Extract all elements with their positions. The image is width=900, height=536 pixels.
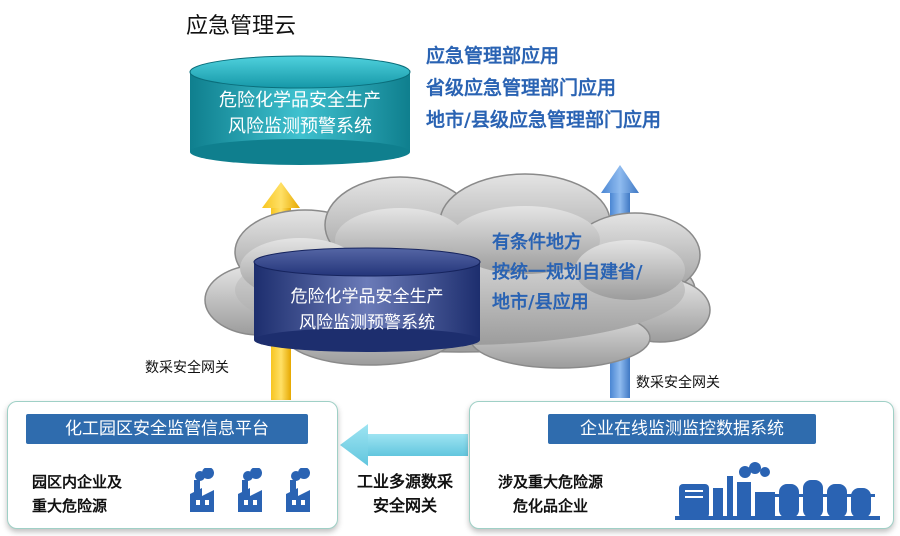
top-cylinder-label: 危险化学品安全生产 风险监测预警系统 bbox=[190, 88, 410, 140]
right-panel-text: 涉及重大危险源 危化品企业 bbox=[498, 470, 603, 518]
top-cylinder-line2: 风险监测预警系统 bbox=[228, 116, 372, 137]
gateway-label-right: 数采安全网关 bbox=[636, 375, 720, 391]
factory-icon bbox=[286, 468, 310, 512]
factory-icon bbox=[238, 468, 262, 512]
center-gateway-line2: 安全网关 bbox=[372, 496, 437, 515]
cloud-note-2: 按统一规划自建省/ bbox=[492, 262, 643, 283]
factory-icon bbox=[190, 468, 214, 512]
right-panel-text-line2: 危化品企业 bbox=[513, 497, 589, 515]
right-panel: 企业在线监测监控数据系统 涉及重大危险源 危化品企业 bbox=[469, 401, 894, 529]
top-note-provincial: 省级应急管理部门应用 bbox=[426, 77, 617, 99]
gateway-label-left: 数采安全网关 bbox=[145, 360, 229, 376]
top-notes: 应急管理部应用 省级应急管理部门应用 地市/县级应急管理部门应用 bbox=[426, 40, 661, 136]
left-panel-text-line1: 园区内企业及 bbox=[32, 473, 123, 491]
right-panel-title: 企业在线监测监控数据系统 bbox=[548, 414, 816, 444]
mid-cylinder-line2: 风险监测预警系统 bbox=[299, 313, 435, 333]
top-cylinder bbox=[189, 55, 411, 165]
chemical-plant-icon bbox=[675, 462, 880, 520]
center-gateway-line1: 工业多源数采 bbox=[356, 472, 453, 491]
cloud-note-3: 地市/县应用 bbox=[492, 292, 589, 313]
cloud-note-1: 有条件地方 bbox=[492, 232, 582, 253]
mid-cylinder-label: 危险化学品安全生产 风险监测预警系统 bbox=[254, 284, 480, 336]
left-panel-title: 化工园区安全监管信息平台 bbox=[26, 414, 308, 444]
arrow-left-cyan bbox=[340, 424, 468, 466]
cloud-notes: 有条件地方 按统一规划自建省/ 地市/县应用 bbox=[492, 228, 643, 318]
cloud-title: 应急管理云 bbox=[186, 14, 297, 39]
top-note-city: 地市/县级应急管理部门应用 bbox=[426, 109, 661, 131]
right-panel-text-line1: 涉及重大危险源 bbox=[498, 473, 604, 491]
top-note-ministry: 应急管理部应用 bbox=[426, 45, 560, 67]
left-panel-text-line2: 重大危险源 bbox=[32, 497, 108, 515]
mid-cylinder bbox=[253, 247, 481, 352]
left-panel: 化工园区安全监管信息平台 园区内企业及 重大危险源 bbox=[7, 401, 338, 529]
center-gateway-label: 工业多源数采 安全网关 bbox=[340, 470, 470, 518]
mid-cylinder-line1: 危险化学品安全生产 bbox=[290, 287, 444, 307]
top-cylinder-line1: 危险化学品安全生产 bbox=[219, 90, 381, 111]
left-panel-text: 园区内企业及 重大危险源 bbox=[32, 470, 122, 518]
factory-icons bbox=[190, 468, 310, 512]
